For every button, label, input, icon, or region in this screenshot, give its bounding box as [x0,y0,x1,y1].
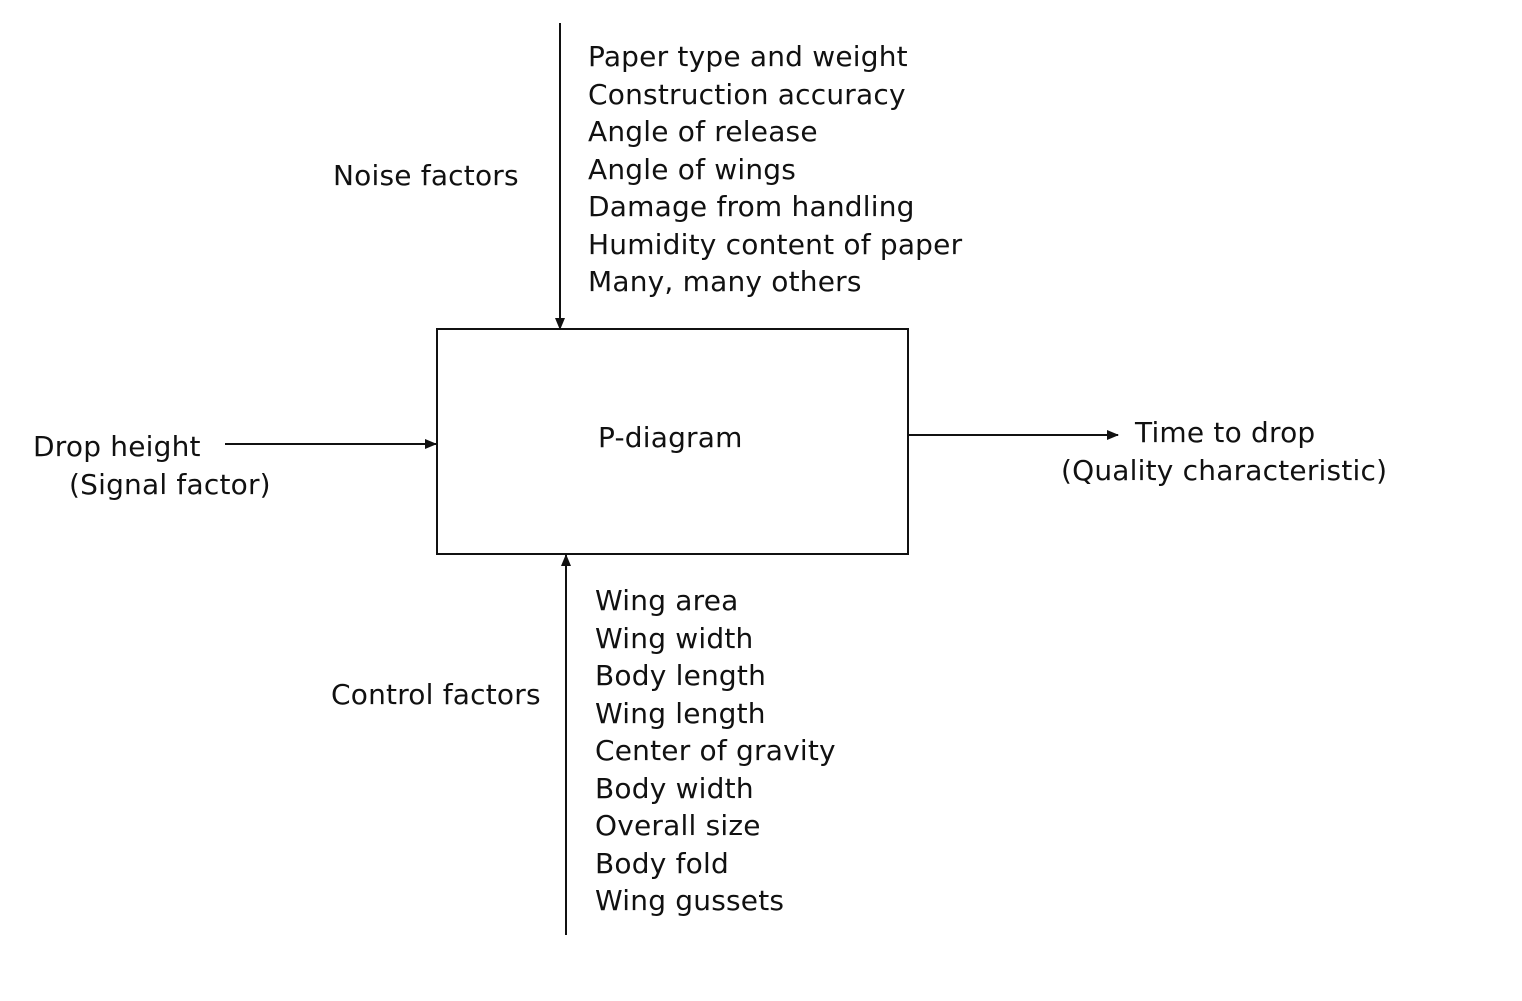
control-factor-item: Body length [595,659,767,692]
noise-factor-item: Angle of wings [588,152,797,186]
p-diagram-title: P-diagram [598,421,743,454]
control-factor-item: Wing area [595,584,739,617]
control-factor-item: Center of gravity [595,734,836,767]
signal-factor-type: (Signal factor) [69,468,271,501]
control-factor-item: Body fold [595,846,729,880]
noise-factor-item: Many, many others [588,265,862,298]
control-factor-item: Wing width [595,621,754,655]
control-factors-list: Wing area Wing width Body length Wing le… [595,582,836,920]
output-type: (Quality characteristic) [1061,454,1388,487]
noise-factor-item: Paper type and weight [588,40,908,73]
output-name: Time to drop [1135,416,1316,449]
control-factor-item: Wing length [595,696,766,730]
noise-factors-label: Noise factors [333,159,519,192]
noise-factor-item: Construction accuracy [588,77,906,111]
noise-factor-item: Humidity content of paper [588,227,963,261]
noise-factor-item: Damage from handling [588,190,915,223]
control-factor-item: Overall size [595,809,761,842]
noise-factor-item: Angle of release [588,115,818,148]
control-factors-label: Control factors [331,678,541,711]
control-factor-item: Wing gussets [595,884,785,917]
signal-factor-name: Drop height [33,430,201,463]
control-factor-item: Body width [595,771,754,805]
noise-factors-list: Paper type and weight Construction accur… [588,38,962,301]
p-diagram-box [436,328,909,555]
